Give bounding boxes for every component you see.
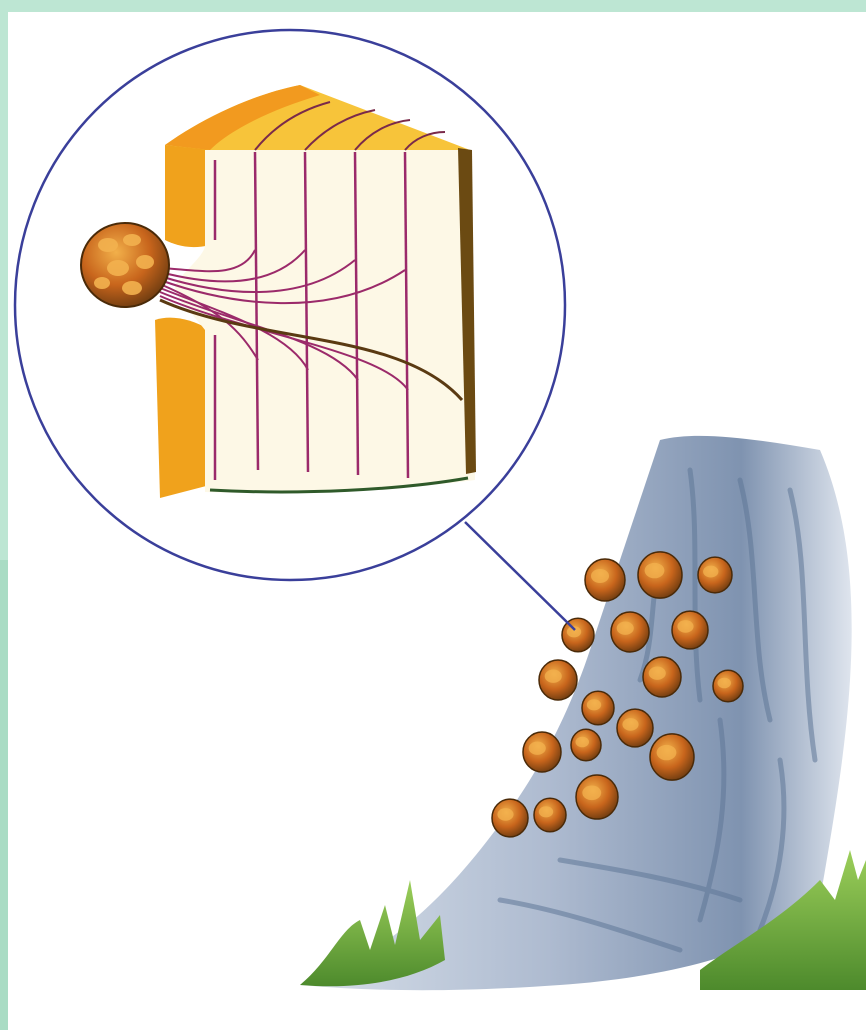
trunk-fruiting-body	[523, 732, 561, 772]
cap-highlight	[587, 699, 601, 710]
cap-spot	[123, 234, 141, 246]
cap-highlight	[649, 667, 666, 680]
trunk-fruiting-body	[643, 657, 681, 697]
cap-highlight	[591, 569, 609, 583]
cap-highlight	[529, 742, 546, 755]
cap-spot	[107, 260, 129, 276]
cap-highlight	[497, 808, 513, 821]
cap-spot	[94, 277, 110, 289]
trunk-fruiting-body	[611, 612, 649, 652]
callout-line	[465, 522, 575, 630]
cap-spot	[136, 255, 154, 269]
cap-highlight	[539, 806, 553, 817]
trunk-fruiting-body	[698, 557, 732, 593]
cap-highlight	[582, 785, 601, 800]
wood-side-upper	[165, 145, 210, 247]
trunk-fruiting-body	[534, 798, 566, 832]
cap-highlight	[576, 737, 590, 748]
fruiting-body-icon	[81, 223, 169, 307]
trunk-fruiting-body	[576, 775, 618, 819]
cap-highlight	[545, 670, 562, 683]
trunk-fruiting-body	[650, 734, 694, 780]
trunk-fruiting-body	[672, 611, 708, 649]
trunk-fruiting-body	[638, 552, 682, 598]
cap-highlight	[718, 678, 732, 689]
trunk-fruiting-body	[571, 729, 601, 761]
frame-top	[0, 0, 866, 12]
cap-highlight	[703, 566, 718, 578]
cap-highlight	[677, 620, 693, 633]
cap-spot	[98, 238, 118, 252]
trunk-fruiting-body	[539, 660, 577, 700]
cap-highlight	[657, 745, 677, 760]
trunk-fruiting-body	[617, 709, 653, 747]
cap-highlight	[617, 622, 634, 635]
trunk-fruiting-body	[492, 799, 528, 837]
cap-spot	[122, 281, 142, 295]
frame-left-shade	[0, 560, 8, 1030]
cap-highlight	[622, 718, 638, 731]
cap-highlight	[645, 563, 665, 578]
wood-section-icon	[155, 85, 476, 498]
trunk-fruiting-body	[585, 559, 625, 601]
wood-side-lower	[155, 318, 210, 498]
trunk-fruiting-body	[582, 691, 614, 725]
trunk-fruiting-body	[713, 670, 743, 702]
